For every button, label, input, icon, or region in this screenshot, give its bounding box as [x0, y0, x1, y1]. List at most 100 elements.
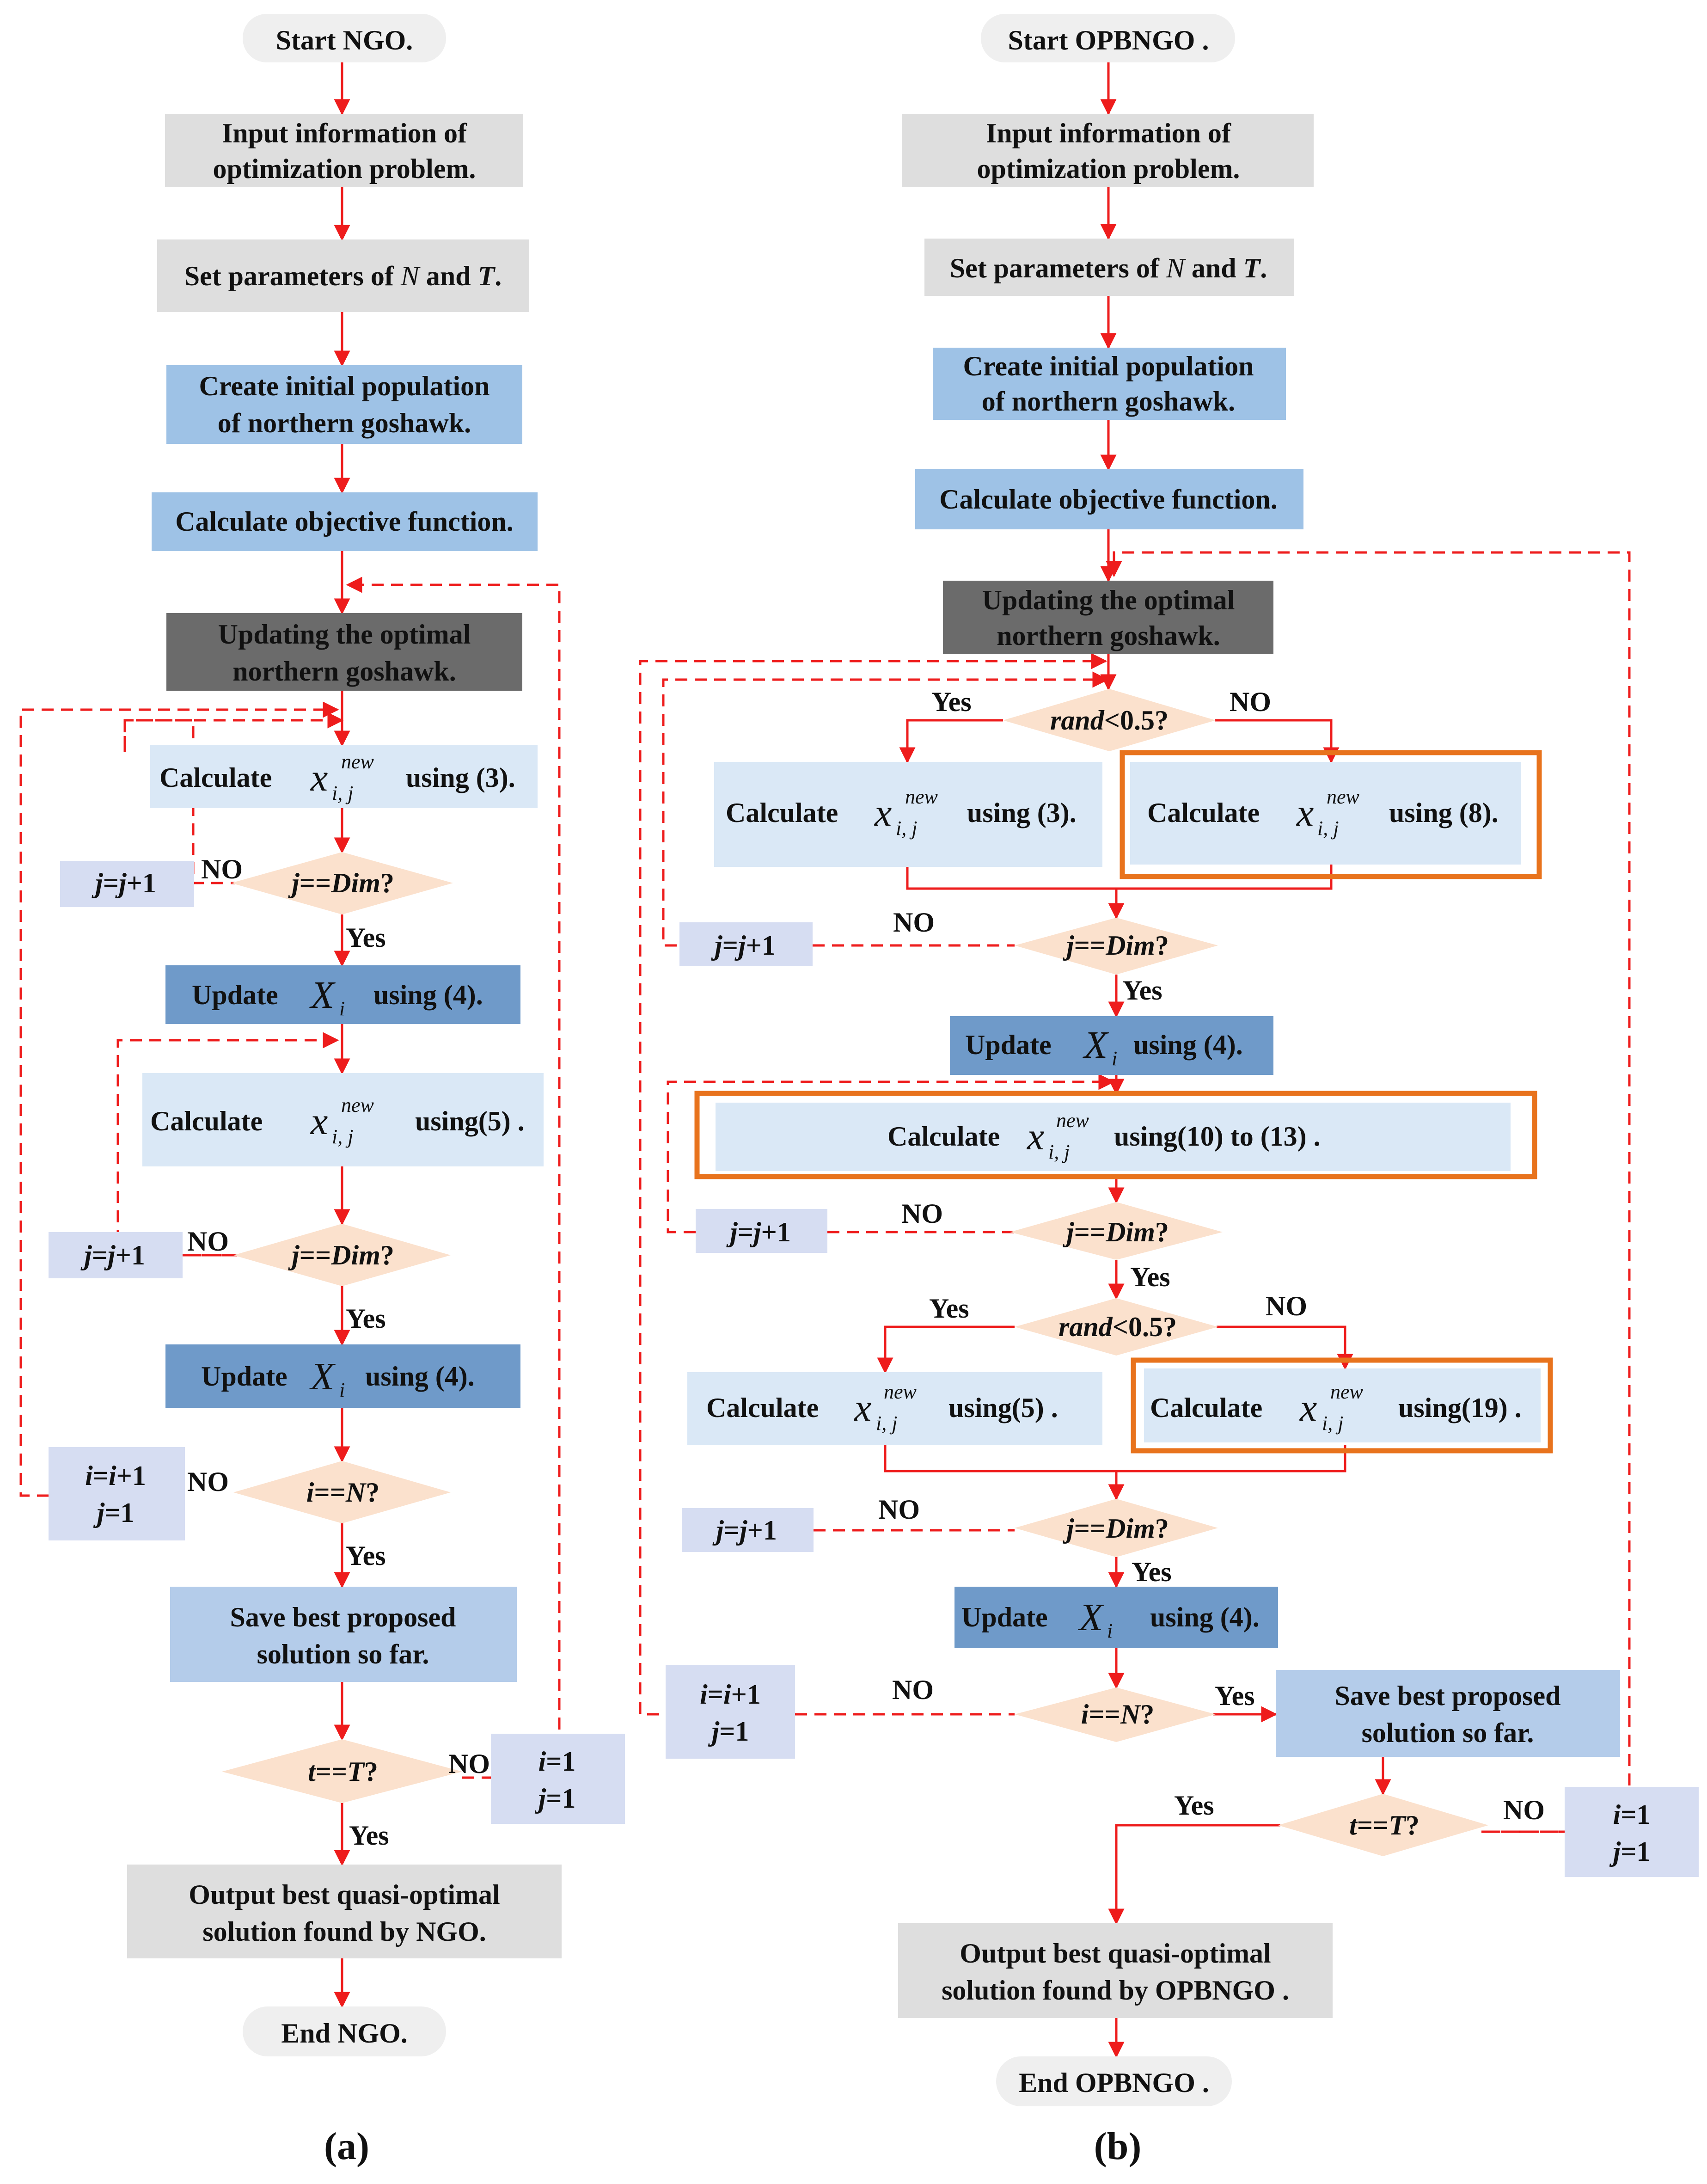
save-best-box-b: [1276, 1670, 1620, 1757]
no-label-i-b: NO: [892, 1675, 934, 1705]
j-increment-1-box-b: [679, 922, 813, 966]
decision-j-dim-1-label-b: j==Dim?: [1063, 930, 1169, 961]
save-best-line1-b: Save best proposed: [1335, 1681, 1561, 1711]
yes-label-j2-b: Yes: [1130, 1262, 1170, 1292]
calc-x-eq3-using-b: using (3).: [967, 798, 1077, 828]
no-label-2-a: NO: [187, 1226, 229, 1257]
save-best-line1-a: Save best proposed: [230, 1602, 456, 1632]
decision-i-n-b: [1015, 1687, 1216, 1742]
start-label-b: Start OPBNGO .: [1008, 25, 1209, 55]
calc-x-eq5-box-b: [687, 1372, 1102, 1445]
no-label-1-a: NO: [201, 854, 243, 884]
i-reset-label-a: i=1: [538, 1746, 576, 1777]
reset-box-a: [491, 1734, 625, 1824]
panel-a: Start NGO. Input information of optimiza…: [19, 14, 625, 2168]
end-label-a: End NGO.: [281, 2018, 407, 2049]
update-optimal-line2-b: northern goshawk.: [997, 620, 1220, 651]
output-box-a: [127, 1865, 562, 1958]
output-line2-b: solution found by OPBNGO .: [942, 1975, 1289, 2006]
calc-x-eq19-calc-b: Calculate: [1150, 1393, 1262, 1423]
decision-j-dim-2-a: [233, 1224, 451, 1286]
update-xi-2-sym-b: X: [1078, 1596, 1105, 1639]
no-label-r1-b: NO: [1230, 687, 1271, 717]
update-xi-1-sym-a: X: [309, 974, 336, 1017]
i-increment-box-a: [49, 1447, 185, 1540]
update-xi-1-using-a: using (4).: [373, 980, 483, 1010]
output-line1-a: Output best quasi-optimal: [189, 1879, 500, 1910]
calc-x-eq3-sub-a: i, j: [332, 782, 353, 804]
input-info-box-a: [165, 114, 523, 187]
calc-x-eq8-sym-b: x: [1296, 791, 1314, 834]
create-population-box-b: [933, 348, 1286, 420]
update-xi-2-sub-b: i: [1107, 1620, 1113, 1642]
yes-label-j3-b: Yes: [1132, 1557, 1172, 1587]
update-xi-1-using-b: using (4).: [1133, 1030, 1243, 1060]
objective-box-b: [915, 469, 1303, 529]
calc-x-eq3-sym-b: x: [874, 791, 892, 834]
input-info-line2-b: optimization problem.: [977, 153, 1240, 184]
i-increment-box-b: [666, 1665, 795, 1759]
update-xi-1-sym-b: X: [1083, 1024, 1109, 1067]
decision-j-dim-1-a: [231, 852, 453, 914]
j-increment-1-label-a: j=j+1: [92, 868, 156, 898]
calc-x-eq3-sub-b: i, j: [896, 817, 917, 840]
create-population-box-a: [166, 365, 522, 444]
update-optimal-box-b: [943, 581, 1273, 654]
decision-t-t-label-a: t==T?: [308, 1756, 378, 1787]
calc-x-eq10-13-sup-b: new: [1056, 1109, 1089, 1132]
calc-x-eq3-box-b: [714, 762, 1102, 867]
output-box-b: [898, 1923, 1333, 2018]
no-label-r2-b: NO: [1266, 1291, 1307, 1321]
objective-label-a: Calculate objective function.: [175, 506, 514, 537]
calc-x-eq5-sup-b: new: [884, 1380, 917, 1403]
yes-label-j1-b: Yes: [1122, 975, 1162, 1006]
decision-j-dim-2-label-b: j==Dim?: [1063, 1217, 1169, 1247]
input-info-line2-a: optimization problem.: [213, 153, 476, 184]
decision-rand-2-b: [1015, 1298, 1218, 1356]
j-increment-1-label-b: j=j+1: [711, 930, 776, 961]
j-reset-2-label-a: j=1: [535, 1783, 576, 1814]
no-label-j2-b: NO: [901, 1198, 943, 1229]
calc-x-eq10-13-sub-b: i, j: [1048, 1141, 1070, 1163]
decision-i-n-label-b: i==N?: [1081, 1699, 1154, 1730]
calc-x-eq8-using-b: using (8).: [1389, 798, 1499, 828]
input-info-line1-b: Input information of: [986, 118, 1231, 148]
calc-x-eq19-box-b: [1144, 1368, 1541, 1442]
j-increment-2-label-b: j=j+1: [726, 1217, 791, 1247]
update-optimal-box-a: [166, 613, 522, 691]
decision-j-dim-2-label-a: j==Dim?: [288, 1240, 394, 1270]
yes-label-r1-b: Yes: [931, 687, 972, 717]
j-reset-2-label-b: j=1: [1609, 1836, 1651, 1867]
calc-x-eq5-calc-a: Calculate: [150, 1106, 263, 1136]
j-increment-2-box-b: [696, 1209, 827, 1253]
connectors-b: [639, 62, 1631, 2058]
update-xi-2-update-a: Update: [201, 1361, 288, 1392]
update-xi-2-using-a: using (4).: [365, 1361, 475, 1392]
decision-j-dim-2-b: [1010, 1202, 1223, 1260]
j-reset-label-a: j=1: [93, 1497, 135, 1528]
calc-x-eq8-sup-b: new: [1327, 785, 1360, 808]
calc-x-eq3-box-a: [150, 745, 538, 808]
end-terminal-a: [243, 2006, 446, 2056]
decision-j-dim-1-label-a: j==Dim?: [288, 868, 394, 898]
decision-i-n-a: [233, 1461, 451, 1523]
calc-x-eq19-sup-b: new: [1330, 1380, 1364, 1403]
update-xi-1-update-a: Update: [192, 980, 278, 1010]
i-reset-label-b: i=1: [1613, 1799, 1651, 1830]
yes-label-4-a: Yes: [349, 1820, 389, 1851]
output-line2-a: solution found by NGO.: [202, 1916, 486, 1947]
set-params-label-b: Set parameters of N and T.: [950, 253, 1267, 283]
j-reset-label-b: j=1: [708, 1716, 749, 1747]
i-increment-label-b: i=i+1: [700, 1679, 761, 1710]
no-label-j3-b: NO: [878, 1494, 920, 1525]
update-optimal-line1-a: Updating the optimal: [218, 619, 471, 650]
update-xi-1-sub-b: i: [1112, 1047, 1117, 1070]
yes-label-1-a: Yes: [346, 922, 386, 953]
calc-x-eq3-sym-a: x: [310, 756, 328, 799]
decision-t-t-a: [222, 1739, 462, 1803]
update-xi-2-box-b: [954, 1587, 1278, 1648]
update-xi-2-using-b: using (4).: [1150, 1602, 1260, 1632]
decision-i-n-label-a: i==N?: [306, 1477, 379, 1508]
update-xi-2-update-b: Update: [961, 1602, 1048, 1632]
decision-rand-1-b: [1003, 689, 1216, 751]
